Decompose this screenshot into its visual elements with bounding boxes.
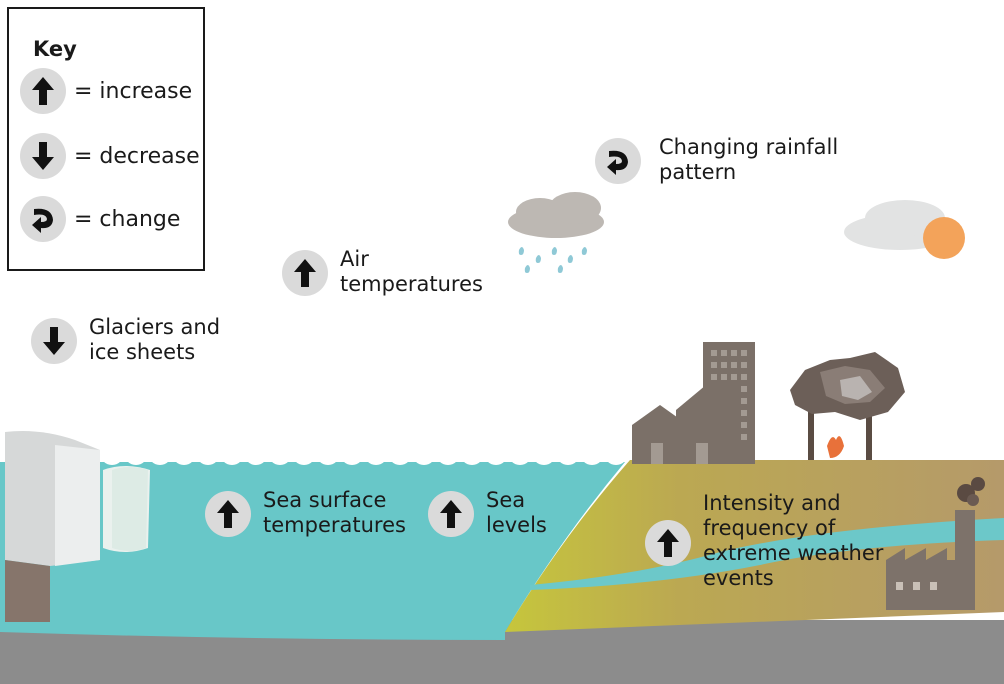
glacier: [5, 431, 150, 622]
sea-surface-line1: Sea surface: [263, 488, 387, 512]
air-line2: temperatures: [340, 272, 483, 296]
label-sea-surface: Sea surface temperatures: [205, 488, 406, 538]
sea-levels-line2: levels: [486, 513, 547, 537]
label-extreme-weather: Intensity and frequency of extreme weath…: [645, 491, 884, 591]
rainfall-line2: pattern: [659, 160, 737, 184]
sun-cloud: [844, 200, 965, 259]
glaciers-line1: Glaciers and: [89, 315, 221, 339]
factory: [886, 477, 985, 610]
extreme-line3: extreme weather: [703, 541, 884, 565]
rain-cloud: [508, 192, 604, 273]
extreme-line1: Intensity and: [703, 491, 841, 515]
key-row-increase: = increase: [20, 67, 192, 115]
down-arrow-icon: [31, 318, 77, 364]
rainfall-line1: Changing rainfall: [659, 135, 839, 159]
glaciers-line2: ice sheets: [89, 340, 196, 364]
sea-surface-line2: temperatures: [263, 513, 406, 537]
change-arrow-icon: [595, 138, 641, 184]
air-line1: Air: [340, 247, 369, 271]
up-arrow-icon: [205, 491, 251, 537]
key-text-increase: = increase: [74, 78, 193, 104]
river: [530, 518, 1004, 590]
up-arrow-icon: [20, 68, 66, 114]
extreme-line2: frequency of: [703, 516, 836, 540]
buildings: [632, 342, 755, 464]
sea-levels-line1: Sea: [486, 488, 526, 512]
down-arrow-icon: [20, 133, 66, 179]
key-row-change: = change: [20, 195, 180, 243]
label-glaciers: Glaciers and ice sheets: [31, 315, 221, 365]
key-title: Key: [33, 37, 77, 61]
key-text-change: = change: [74, 206, 181, 232]
label-sea-levels: Sea levels: [428, 488, 547, 538]
up-arrow-icon: [645, 520, 691, 566]
burning-trees: [790, 352, 905, 460]
label-rainfall: Changing rainfall pattern: [595, 135, 839, 185]
label-air-temperatures: Air temperatures: [282, 247, 483, 297]
up-arrow-icon: [282, 250, 328, 296]
extreme-line4: events: [703, 566, 774, 590]
change-arrow-icon: [20, 196, 66, 242]
up-arrow-icon: [428, 491, 474, 537]
key-text-decrease: = decrease: [74, 143, 200, 169]
key-row-decrease: = decrease: [20, 132, 200, 180]
